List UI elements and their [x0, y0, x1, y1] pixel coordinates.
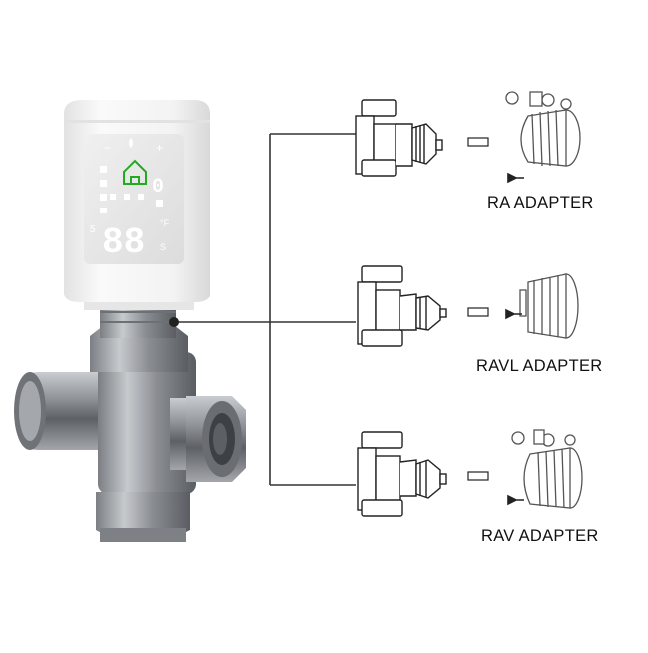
valve-drawing-ravl — [357, 265, 447, 347]
arrow-left-icon — [507, 172, 524, 184]
connection-point — [169, 317, 179, 327]
small-digit: 0 — [152, 176, 164, 199]
svg-text:−: − — [104, 141, 111, 155]
radiator-valve — [14, 304, 246, 542]
adapter-drawing-ra — [505, 91, 581, 167]
adapter-drawing-rav — [511, 429, 583, 509]
arrow-left-icon — [505, 308, 522, 320]
adapter-label-ravl: RAVL ADAPTER — [476, 357, 603, 375]
mode-icons — [100, 166, 163, 213]
svg-text:S: S — [160, 242, 166, 252]
pin-rav — [467, 471, 489, 481]
pin-ravl — [467, 307, 489, 317]
thermostat-display: − + 0 5 °F S 88 — [90, 138, 170, 263]
adapter-drawing-ravl — [519, 273, 579, 339]
connector-lines — [174, 133, 356, 486]
valve-drawing-rav — [357, 431, 447, 517]
pin-ra — [467, 137, 489, 147]
adapter-label-ra: RA ADAPTER — [487, 194, 594, 212]
valve-drawing-ra — [355, 99, 443, 177]
thermostat-head — [64, 100, 210, 310]
adapter-label-rav: RAV ADAPTER — [481, 527, 599, 545]
svg-text:°F: °F — [160, 218, 170, 228]
display-digits: 88 — [102, 222, 145, 263]
svg-text:+: + — [156, 141, 163, 155]
flame-icon — [129, 138, 133, 148]
svg-text:5: 5 — [90, 224, 96, 235]
arrow-left-icon — [507, 494, 524, 506]
home-icon — [123, 159, 147, 185]
